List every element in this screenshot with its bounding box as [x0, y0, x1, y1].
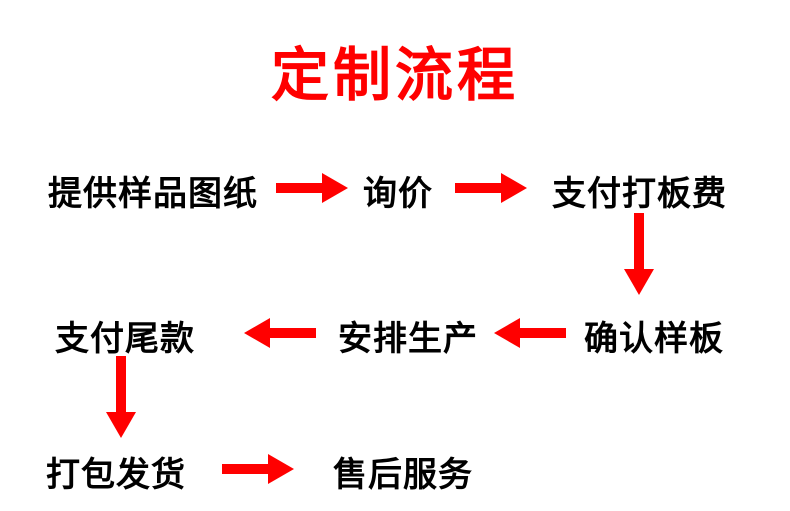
step-pay-balance: 支付尾款: [55, 319, 195, 359]
arrow-head: [106, 412, 136, 438]
arrow-head: [494, 318, 520, 348]
arrow-shaft: [518, 328, 566, 338]
page-title: 定制流程: [270, 41, 519, 109]
step-inquiry: 询价: [363, 174, 433, 214]
arrow-shaft: [116, 356, 126, 412]
arrow-head: [501, 173, 527, 203]
step-after-sale-service: 售后服务: [333, 455, 473, 495]
arrow-shaft: [634, 213, 644, 269]
arrow-head: [244, 318, 270, 348]
step-pay-sample-fee: 支付打板费: [552, 174, 727, 214]
arrow-head: [268, 454, 294, 484]
step-arrange-production: 安排生产: [338, 319, 478, 359]
arrow-down-icon: [106, 356, 136, 438]
arrow-head: [322, 173, 348, 203]
arrow-right-icon: [276, 173, 348, 203]
arrow-head: [624, 269, 654, 295]
step-provide-sample-drawings: 提供样品图纸: [48, 174, 258, 214]
arrow-left-icon: [494, 318, 566, 348]
arrow-down-icon: [624, 213, 654, 295]
step-pack-and-ship: 打包发货: [46, 455, 186, 495]
arrow-shaft: [268, 328, 316, 338]
arrow-shaft: [276, 183, 324, 193]
arrow-right-icon: [455, 173, 527, 203]
arrow-right-icon: [222, 454, 294, 484]
arrow-left-icon: [244, 318, 316, 348]
arrow-shaft: [222, 464, 270, 474]
step-confirm-sample: 确认样板: [584, 319, 724, 359]
arrow-shaft: [455, 183, 503, 193]
